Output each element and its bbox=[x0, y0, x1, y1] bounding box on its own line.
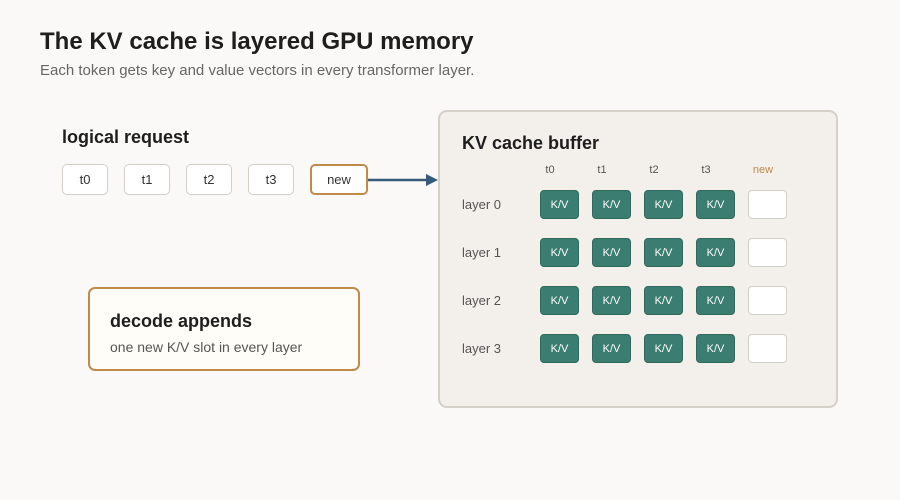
layer-label-2: layer 2 bbox=[462, 293, 502, 308]
kv-cell: K/V bbox=[696, 334, 735, 363]
decode-callout bbox=[88, 287, 360, 371]
arrow-right-icon bbox=[368, 174, 438, 186]
decode-callout-text: one new K/V slot in every layer bbox=[110, 339, 303, 355]
kv-cell: K/V bbox=[592, 238, 631, 267]
layer-label-3: layer 3 bbox=[462, 341, 502, 356]
kv-cell: K/V bbox=[696, 286, 735, 315]
kv-cell: K/V bbox=[540, 190, 579, 219]
kv-cell: K/V bbox=[644, 238, 683, 267]
token-t1: t1 bbox=[124, 164, 170, 195]
column-header-t1: t1 bbox=[597, 164, 607, 176]
kv-empty-slot bbox=[748, 286, 787, 315]
kv-cell: K/V bbox=[540, 286, 579, 315]
kv-cell: K/V bbox=[540, 238, 579, 267]
token-t3: t3 bbox=[248, 164, 294, 195]
kv-cell: K/V bbox=[644, 190, 683, 219]
kv-cell: K/V bbox=[696, 238, 735, 267]
kv-cell: K/V bbox=[592, 334, 631, 363]
kv-cell: K/V bbox=[592, 286, 631, 315]
token-new: new bbox=[310, 164, 368, 195]
token-t2: t2 bbox=[186, 164, 232, 195]
kv-empty-slot bbox=[748, 334, 787, 363]
logical-request-label: logical request bbox=[62, 127, 190, 147]
kv-cell: K/V bbox=[644, 334, 683, 363]
column-header-t2: t2 bbox=[649, 164, 659, 176]
column-header-t3: t3 bbox=[701, 164, 711, 176]
kv-cell: K/V bbox=[644, 286, 683, 315]
token-t0: t0 bbox=[62, 164, 108, 195]
kv-empty-slot bbox=[748, 190, 787, 219]
decode-callout-title: decode appends bbox=[110, 311, 253, 331]
kv-cell: K/V bbox=[696, 190, 735, 219]
page-title: The KV cache is layered GPU memory bbox=[40, 28, 474, 55]
layer-label-1: layer 1 bbox=[462, 245, 502, 260]
kv-cell: K/V bbox=[592, 190, 631, 219]
column-header-new: new bbox=[752, 164, 774, 176]
page-subtitle: Each token gets key and value vectors in… bbox=[40, 62, 475, 79]
kv-empty-slot bbox=[748, 238, 787, 267]
layer-label-0: layer 0 bbox=[462, 197, 502, 212]
kv-cell: K/V bbox=[540, 334, 579, 363]
kv-cache-buffer-title: KV cache buffer bbox=[462, 133, 600, 153]
column-header-t0: t0 bbox=[545, 164, 555, 176]
